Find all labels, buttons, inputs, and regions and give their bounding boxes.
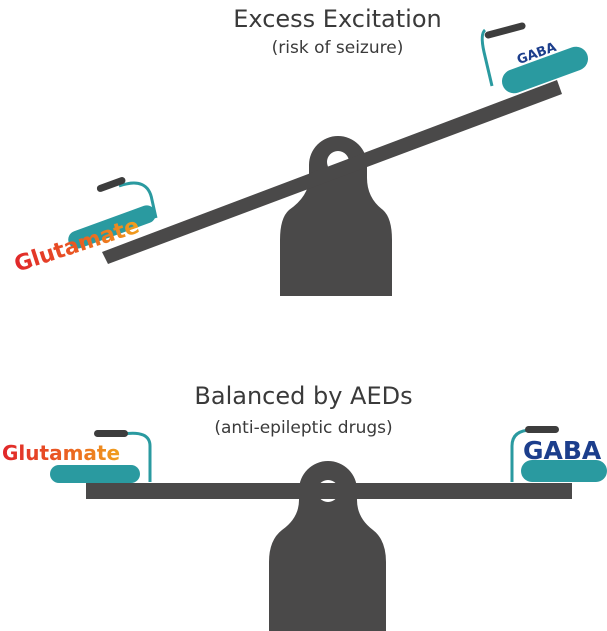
bottom-plank: [86, 483, 572, 499]
top-right-grip: [484, 22, 526, 39]
top-left-grip: [96, 177, 126, 192]
bottom-glutamate-label: Glutamate: [2, 441, 120, 465]
bottom-title: Balanced by AEDs: [194, 382, 413, 410]
top-left-weight: Glutamate: [11, 177, 158, 278]
top-right-plate: [501, 46, 589, 94]
bottom-seesaw: Glutamate GABA: [2, 426, 607, 631]
bottom-left-handle: [122, 431, 152, 482]
bottom-gaba-label: GABA: [523, 436, 602, 465]
bottom-left-grip: [94, 430, 128, 437]
top-right-handle: [480, 28, 494, 87]
top-left-plate: [68, 205, 156, 249]
bottom-fulcrum: [269, 461, 386, 631]
bottom-left-plate: [50, 465, 140, 483]
top-subtitle: (risk of seizure): [271, 38, 404, 58]
top-right-weight: GABA: [480, 22, 589, 94]
top-fulcrum: [280, 136, 392, 296]
top-left-handle: [118, 181, 158, 219]
bottom-left-weight: Glutamate: [2, 430, 152, 483]
top-plank: [102, 80, 562, 264]
bottom-right-plate: [521, 460, 607, 482]
bottom-right-grip: [525, 426, 559, 433]
bottom-right-weight: GABA: [510, 426, 607, 482]
top-title: Excess Excitation: [233, 5, 442, 33]
top-seesaw: Glutamate GABA: [11, 22, 589, 296]
bottom-subtitle: (anti-epileptic drugs): [214, 418, 393, 438]
